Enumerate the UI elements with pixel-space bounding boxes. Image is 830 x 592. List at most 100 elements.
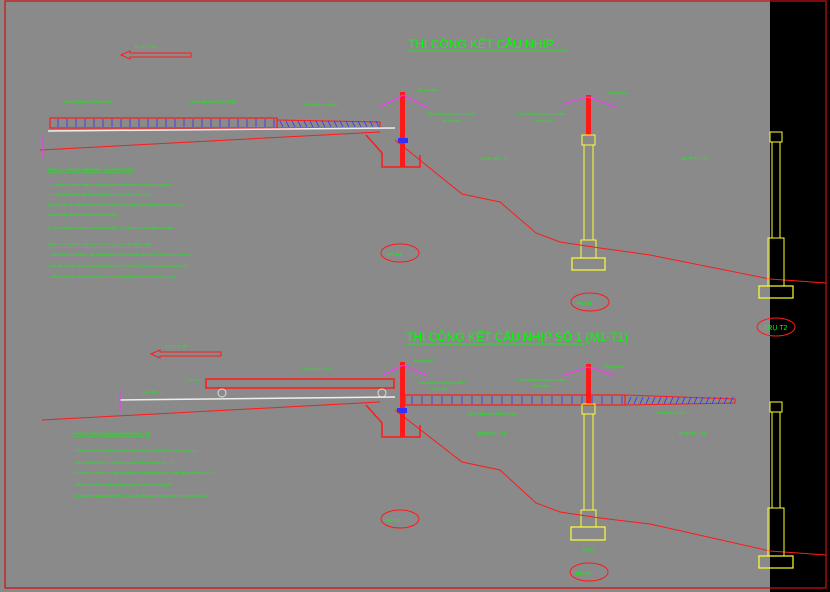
bottom-abutment-label: MỐ M1 <box>386 517 402 523</box>
truss-diagonal <box>357 120 362 128</box>
bottom-gantry-abutment-line-2: tại trụ cầu <box>430 387 447 391</box>
bottom-truss-label: CẦU DẪN LAO DẦM L=33M <box>468 411 516 416</box>
truss-diagonal <box>339 120 344 128</box>
bottom-gantry-pier-line-2: tại trụ cầu <box>533 384 550 388</box>
truss-diagonal <box>669 396 674 405</box>
truss-diagonal <box>711 396 716 405</box>
truss-diagonal <box>645 396 650 405</box>
top-pier-t1 <box>561 95 617 271</box>
top-pier-1-callout <box>570 292 610 312</box>
step1-title: BƯỚC 1: LẮP ĐẶT GIÀN DẪN + GIÁ PUỐC TÍCH <box>48 167 133 172</box>
bottom-winch-label: Tời kéo <box>186 378 199 382</box>
truss-diagonal <box>729 396 734 405</box>
bottom-pier-elevation: 45.175 <box>582 548 594 552</box>
bottom-direction-arrow <box>149 349 222 359</box>
truss-diagonal <box>639 396 644 405</box>
top-direction-arrow <box>119 50 192 60</box>
truss-diagonal <box>633 396 638 405</box>
top-pier-2-callout <box>756 317 796 337</box>
top-abutment-gantry <box>365 92 428 168</box>
bottom-cable-label-1: Bộ cáp treo <box>414 359 433 363</box>
top-abutment-callout <box>380 243 420 263</box>
step3-line: – Khi dầm ra đến vị trí nhịp, dùng dầm k… <box>73 471 215 475</box>
step1-line: 2 – Lắp ra lao dầm trên nền đường đã ổn … <box>48 192 154 197</box>
truss-diagonal <box>369 120 374 128</box>
truss-diagonal <box>285 120 290 128</box>
truss-diagonal <box>693 396 698 405</box>
truss-diagonal <box>333 120 338 128</box>
truss-diagonal <box>297 120 302 128</box>
top-abutment-label: MỐ M1 <box>387 251 403 257</box>
truss-diagonal <box>303 120 308 128</box>
top-pier-t2 <box>758 131 794 299</box>
bottom-direction-label: ĐI ĐT.8.18 <box>165 344 187 349</box>
truss-diagonal <box>345 120 350 128</box>
bottom-abutment-gantry <box>365 362 429 438</box>
top-cable-label-2: Bộ cáp treo <box>608 91 627 95</box>
truss-diagonal <box>279 120 284 128</box>
step3-title: BƯỚC 3: THI CÔNG LAO LẮP NHỊP M1 - T1 <box>73 431 149 436</box>
step3-line: – Tiến hành làm đường cấp dầm và đường d… <box>73 449 205 453</box>
step2-line: – Bộ cáp neo ổn định giá puốc tích trên … <box>48 264 188 268</box>
top-cable-label-1: Bộ cáp treo <box>418 88 437 92</box>
truss-diagonal <box>321 120 326 128</box>
top-gantry-abutment-line-1: Giá puốc tích tương tự dầm <box>428 112 475 116</box>
step1-line: ( Chiều dài cầu dẫn lao dầm có mũi dẫn l… <box>48 202 184 207</box>
truss-diagonal <box>315 120 320 128</box>
bottom-pier-t2 <box>758 401 794 569</box>
step3-line: – Hoàn thiện lao lắp nhịp M1 – T1 (mặt c… <box>73 493 207 498</box>
truss-diagonal <box>627 396 632 405</box>
truss-diagonal <box>327 120 332 128</box>
top-title: THI CÔNG KẾT CẤU NHỊP <box>408 36 554 51</box>
step3-line: – Di chuyển dầm từ vị trí bãi chứa dầm r… <box>73 461 174 465</box>
bottom-nose-label: PHẦN MŨI DẪN <box>658 410 686 415</box>
bottom-span-2-label: NHỊP T1 - T2 <box>679 431 706 436</box>
bottom-pier-1-label: TRỤ T1 <box>575 571 591 576</box>
step2-title: BƯỚC 2: LẮP ĐẶT GIÁ PUỐC TÍCH VÀ GIÁ ĐỠ … <box>48 242 151 247</box>
truss-diagonal <box>663 396 668 405</box>
top-span-2-label: NHỊP T1 - T2 <box>682 156 709 161</box>
top-pier-2-label: TRỤ T2 <box>763 325 787 332</box>
truss-diagonal <box>675 396 680 405</box>
top-launching-truss <box>39 117 396 151</box>
bottom-cable-label-2: Bộ cáp treo <box>604 365 623 369</box>
step2-line: – Kiểm tra sự ổn định của hệ treo, xe co… <box>48 274 177 279</box>
bottom-anchor-label: Lò 3 Mã <box>143 390 158 394</box>
truss-diagonal <box>651 396 656 405</box>
bottom-embankment <box>41 401 381 421</box>
bottom-span-1-label: NHỊP M1 - T1 <box>478 431 506 436</box>
truss-diagonal <box>363 120 368 128</box>
truss-diagonal <box>657 396 662 405</box>
bottom-title: THI CÔNG KẾT CẤU NHỊP SỐ 1 (M1-T1) <box>406 329 628 344</box>
truss-diagonal <box>309 120 314 128</box>
bottom-gantry-abutment-line-1: Giá puốc tích tương tự dầm <box>418 381 465 385</box>
bottom-cart-label: Xe lao <box>372 387 383 391</box>
truss-diagonal <box>375 120 380 128</box>
top-span-1-label: NHỊP M1 - T1 <box>481 156 509 161</box>
bottom-abutment-callout <box>380 509 420 529</box>
step1-line: 1 – Chuẩn bị vật tư, thiết bị, các máy m… <box>48 182 171 187</box>
truss-diagonal <box>699 396 704 405</box>
bottom-approach-road <box>119 396 396 401</box>
truss-diagonal <box>705 396 710 405</box>
top-nose-label: MŨI DẪN LAO DẦM <box>304 102 338 107</box>
bottom-pier-1-callout <box>569 562 609 582</box>
top-gantry-pier-line-2: tại trụ cầu <box>536 119 553 123</box>
step2-line: – Tiến hành di chuyển + lắp đặt giá puốc… <box>48 252 192 257</box>
step1-line: dùng để lắp đặt cầu dẫn tối thiểu là 45m… <box>48 212 118 217</box>
truss-diagonal <box>351 120 356 128</box>
top-ground-profile <box>394 139 827 284</box>
bottom-pier-t1 <box>561 364 616 541</box>
bottom-beam-being-launched <box>205 378 395 398</box>
truss-diagonal <box>717 396 722 405</box>
truss-diagonal <box>291 120 296 128</box>
truss-diagonal <box>687 396 692 405</box>
truss-diagonal <box>681 396 686 405</box>
drawing-frame <box>4 0 827 589</box>
top-pier-1-label: TRỤ T1 <box>576 301 592 306</box>
bottom-ground-profile <box>394 409 827 556</box>
truss-vertical-members <box>57 119 734 405</box>
bottom-beam-label: DẦM ĐANG LAO <box>302 367 331 371</box>
